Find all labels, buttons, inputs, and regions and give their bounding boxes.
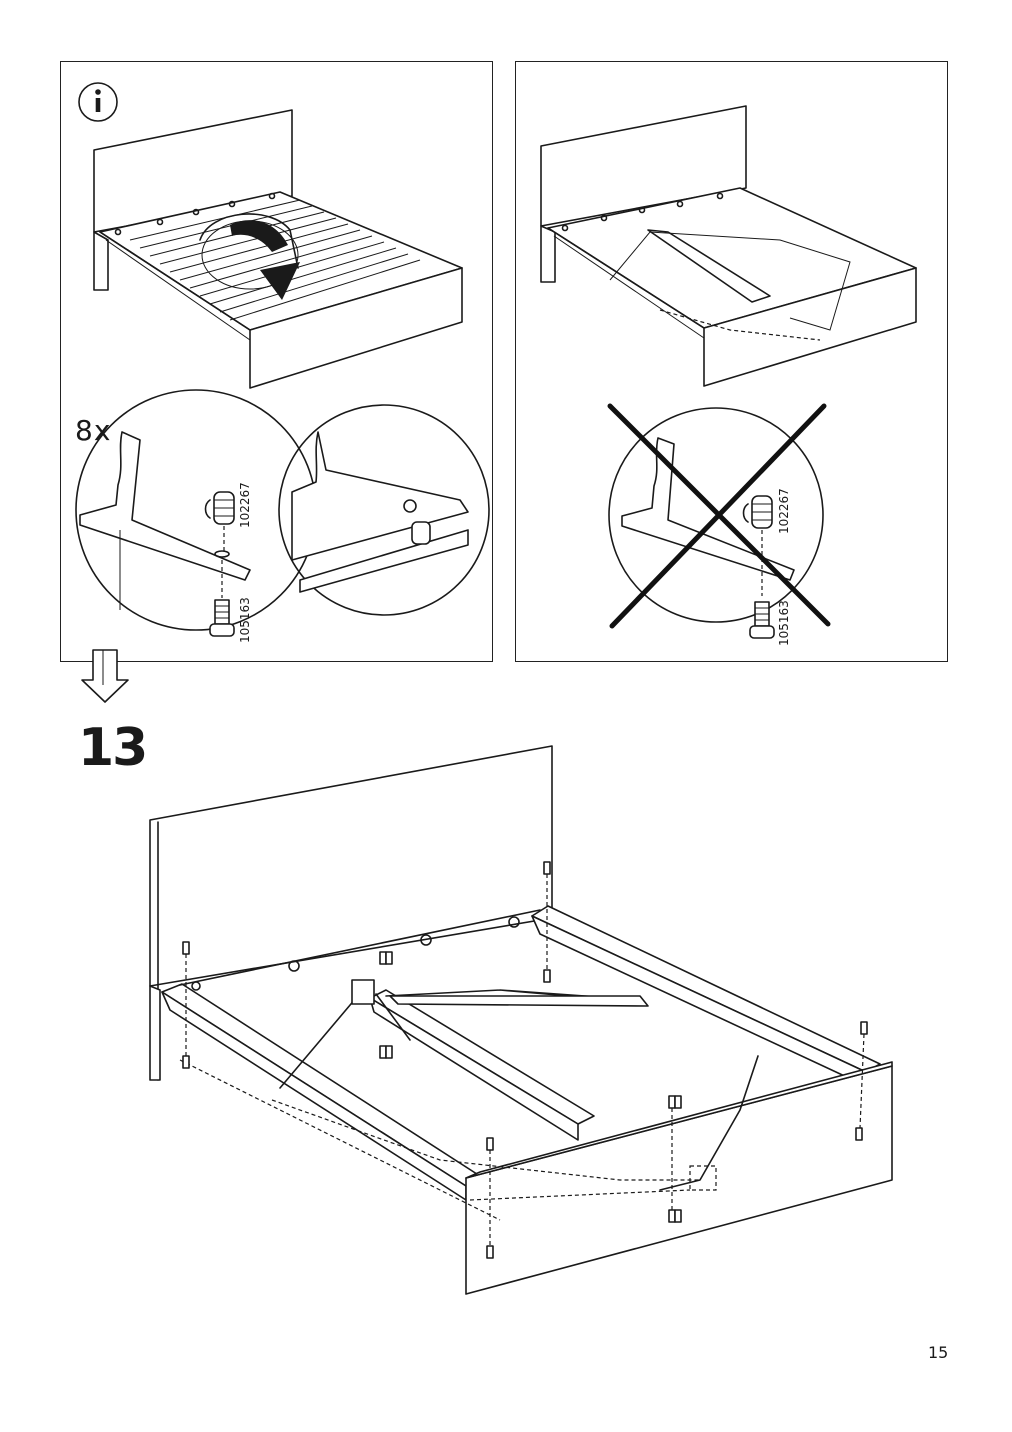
bed-with-slats <box>93 109 463 389</box>
step-number: 13 <box>78 718 148 778</box>
detail-view-installed <box>278 404 490 616</box>
detail-view-fitting <box>75 389 317 637</box>
page-number: 15 <box>928 1343 949 1362</box>
bed-frame-assembly-main <box>149 745 893 1295</box>
down-arrow-icon <box>81 649 129 703</box>
info-icon <box>78 82 118 122</box>
part-number-fitting: 102267 <box>238 482 252 528</box>
x-cross-icon <box>607 403 831 629</box>
part-number-screw-incorrect: 105163 <box>777 600 791 646</box>
part-number-screw: 105163 <box>238 597 252 643</box>
part-number-fitting-incorrect: 102267 <box>777 488 791 534</box>
quantity-label: 8x <box>75 414 112 447</box>
bed-frame-no-slats <box>540 105 917 387</box>
rotate-arrow-icon <box>199 213 300 300</box>
